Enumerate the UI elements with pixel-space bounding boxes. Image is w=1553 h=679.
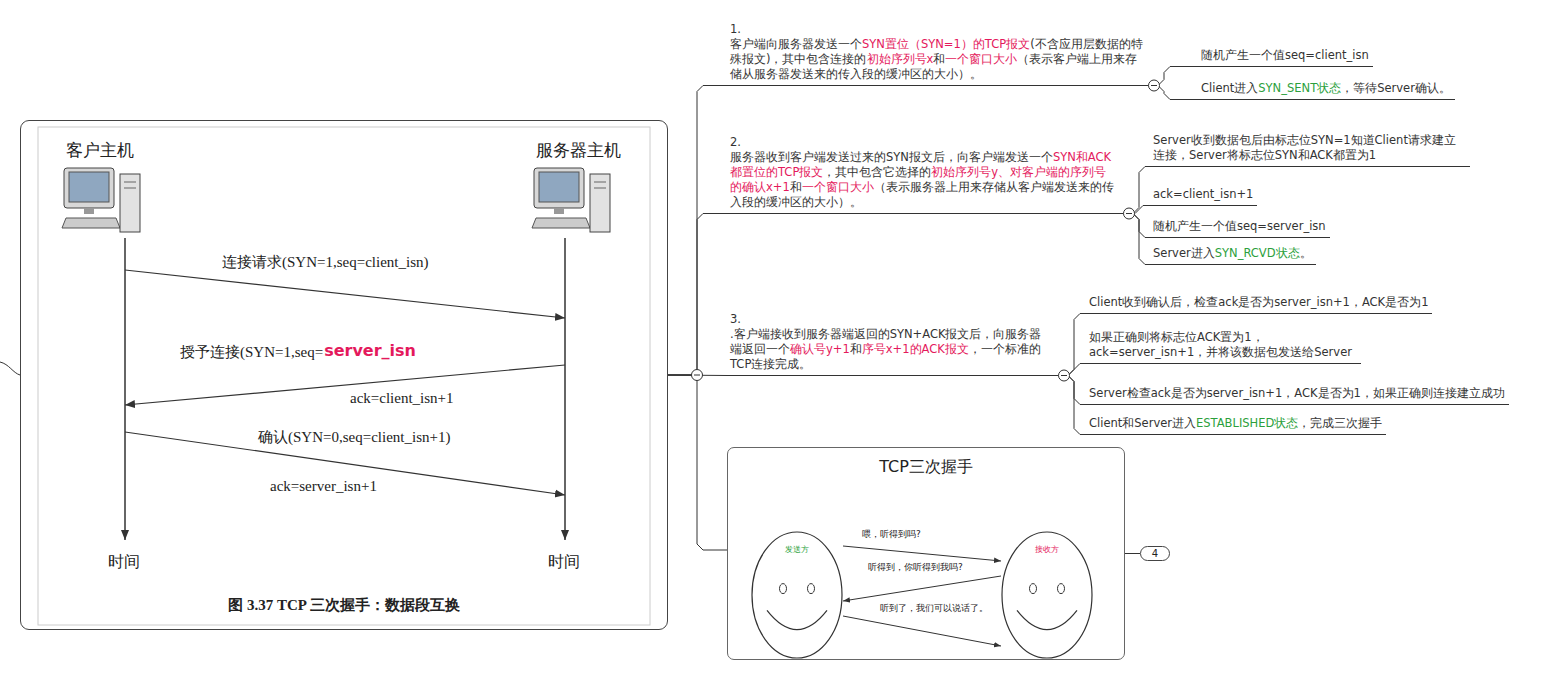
connector — [668, 86, 727, 376]
step-number: 3. — [730, 312, 1053, 327]
segment-label: 连接请求(SYN=1,seq=client_isn) — [222, 253, 428, 272]
synack-arrow — [125, 365, 565, 405]
segment-label: 确认(SYN=0,seq=client_isn+1) — [258, 428, 450, 447]
highlight-text: ESTABLISHED状态 — [1196, 416, 1298, 430]
highlight-text: SYN_RCVD状态 — [1215, 246, 1300, 260]
mindmap-topic: 随机产生一个值seq=client_isn — [1198, 46, 1373, 67]
connector — [1122, 214, 1150, 265]
node-text: Client和Server进入 — [1089, 416, 1196, 430]
connector — [1057, 376, 1086, 435]
segment-label: 授予连接(SYN=1,seq= — [180, 343, 323, 362]
edge-label: 喂，听得到吗? — [860, 529, 923, 540]
syn-arrow — [125, 270, 565, 318]
node-text: 图 3.37 TCP 三次握手：数据段互换 — [228, 596, 460, 615]
node-text: Server进入 — [1153, 246, 1215, 260]
node-text: Server收到数据包后由标志位SYN=1知道Client请求建立连接，Serv… — [1153, 133, 1456, 162]
node-text: Client进入 — [1201, 81, 1258, 95]
illustration-card: TCP三次握手发送方 接收方 — [727, 447, 1125, 660]
connector — [843, 616, 1001, 646]
client-timeline — [124, 238, 126, 540]
edge-label: 听到了，我们可以说话了。 — [878, 603, 990, 614]
highlight-text: 序号x+1的ACK报文 — [862, 342, 969, 356]
face-circle: 接收方 — [1001, 531, 1093, 659]
collapse-toggle — [1124, 208, 1135, 219]
node-text: ack=client_isn+1 — [1153, 187, 1253, 201]
collapse-toggle — [692, 370, 703, 381]
parent-link — [0, 362, 20, 375]
figure-inner-border — [38, 127, 650, 625]
node-text: 服务器收到客户端发送过来的SYN报文后，向客户端发送一个 — [730, 150, 1053, 164]
node-text: 如果正确则将标志位ACK置为1，ack=server_isn+1，并将该数据包发… — [1089, 330, 1352, 359]
node-text: 和 — [790, 180, 802, 194]
mindmap-topic: Server进入SYN_RCVD状态。 — [1150, 244, 1316, 265]
mindmap-topic: Server收到数据包后由标志位SYN=1知道Client请求建立连接，Serv… — [1150, 131, 1470, 167]
mindmap-topic: Server检查ack是否为server_isn+1，ACK是否为1，如果正确则… — [1086, 384, 1509, 405]
connector — [668, 214, 727, 376]
host-label: 服务器主机 — [536, 139, 621, 162]
step-number: 1. — [730, 22, 1143, 37]
mindmap-topic: Client和Server进入ESTABLISHED状态，完成三次握手 — [1086, 414, 1386, 435]
mindmap-topic: Client进入SYN_SENT状态，等待Server确认。 — [1198, 79, 1455, 100]
mindmap-topic: Client收到确认后，检查ack是否为server_isn+1，ACK是否为1 — [1086, 293, 1432, 314]
edge-label: 听得到，你听得到我吗? — [866, 562, 965, 573]
face-circle: 发送方 — [751, 531, 843, 659]
host-label: 客户主机 — [66, 139, 134, 162]
server-computer-icon — [532, 168, 610, 232]
connector — [843, 576, 1001, 601]
axis-label: 时间 — [108, 552, 140, 573]
client-computer-icon — [62, 168, 140, 232]
node-text: Client收到确认后，检查ack是否为server_isn+1，ACK是否为1 — [1089, 295, 1428, 309]
connector — [1122, 167, 1150, 214]
axis-label: 时间 — [548, 552, 580, 573]
highlight-text: 确认号y+1 — [790, 342, 850, 356]
segment-label: ack=server_isn+1 — [270, 478, 377, 495]
collapse-toggle — [1059, 370, 1070, 381]
highlight-text: 一个窗口大小 — [802, 180, 874, 194]
node-text: 和 — [850, 342, 862, 356]
node-text: 发送方 — [751, 544, 843, 555]
highlight-text: SYN置位（SYN=1）的TCP报文 — [862, 37, 1030, 51]
connector — [1125, 553, 1140, 554]
connector — [843, 546, 1001, 561]
mindmap-topic: 随机产生一个值seq=server_isn — [1150, 217, 1330, 238]
highlight-label: server_isn — [324, 341, 416, 360]
connector — [668, 375, 727, 550]
node-text: 客户端向服务器发送一个 — [730, 37, 862, 51]
mindmap-topic: ack=client_isn+1 — [1150, 185, 1257, 206]
mindmap-topic: 2.服务器收到客户端发送过来的SYN报文后，向客户端发送一个SYN和ACK都置位… — [727, 133, 1122, 214]
highlight-text: SYN_SENT状态 — [1258, 81, 1341, 95]
node-text: 和 — [933, 52, 945, 66]
mindmap-topic: 3..客户端接收到服务器端返回的SYN+ACK报文后，向服务器端返回一个确认号y… — [727, 310, 1057, 376]
node-text: 随机产生一个值seq=server_isn — [1153, 219, 1326, 233]
node-text: 接收方 — [1001, 544, 1093, 555]
collapse-toggle — [1149, 80, 1160, 91]
node-text: ，完成三次握手 — [1298, 416, 1382, 430]
connector — [1057, 314, 1086, 376]
node-text: 。 — [1300, 246, 1312, 260]
highlight-text: 初始序列号x — [867, 52, 934, 66]
mindmap-topic: 1.客户端向服务器发送一个SYN置位（SYN=1）的TCP报文(不含应用层数据的… — [727, 20, 1147, 86]
node-text: TCP三次握手 — [728, 457, 1124, 478]
step-number: 2. — [730, 135, 1118, 150]
node-text: ，其中包含它选择的 — [823, 165, 931, 179]
node-text: ，等待Server确认。 — [1341, 81, 1451, 95]
mindmap-topic: 如果正确则将标志位ACK置为1，ack=server_isn+1，并将该数据包发… — [1086, 328, 1361, 364]
collapsed-count: 4 — [1140, 546, 1170, 561]
segment-label: ack=client_isn+1 — [350, 390, 454, 407]
node-text: 4 — [1141, 547, 1169, 560]
highlight-text: 一个窗口大小 — [945, 52, 1017, 66]
node-text: 随机产生一个值seq=client_isn — [1201, 48, 1369, 62]
node-text: Server检查ack是否为server_isn+1，ACK是否为1，如果正确则… — [1089, 386, 1505, 400]
